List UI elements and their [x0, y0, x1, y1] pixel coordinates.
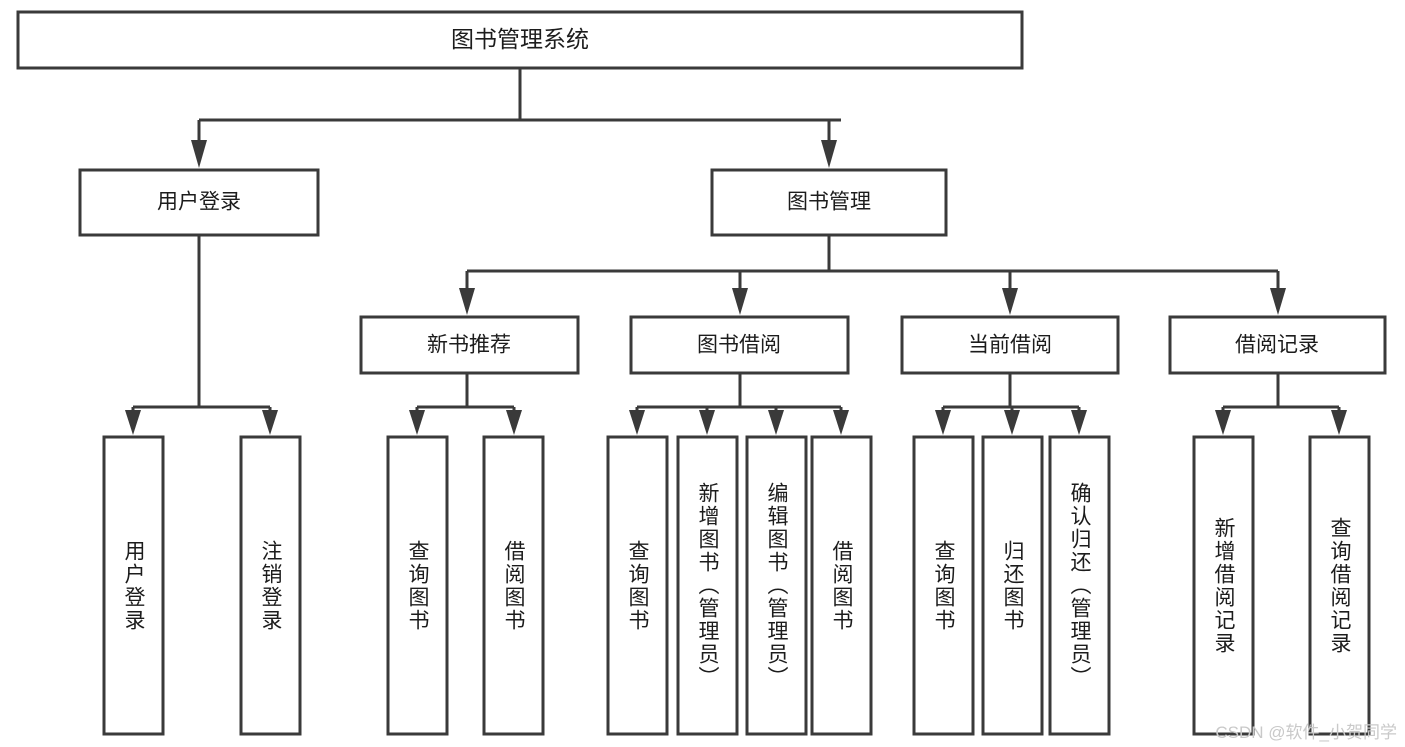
node-current-borrow[interactable]: 当前借阅	[900, 315, 1120, 375]
connector-borrow-to-leaves	[629, 373, 849, 435]
node-book-management[interactable]: 图书管理	[710, 168, 948, 237]
leaf-box	[676, 435, 739, 736]
node-user-login[interactable]: 用户登录	[78, 168, 320, 237]
node-user-login-label: 用户登录	[157, 191, 241, 214]
leaf-box	[810, 435, 873, 736]
leaf-box	[745, 435, 808, 736]
node-book-management-label: 图书管理	[787, 191, 871, 214]
node-borrow-records[interactable]: 借阅记录	[1168, 315, 1387, 375]
leaf-box	[386, 435, 449, 736]
leaf-box	[981, 435, 1044, 736]
leaf-box	[1048, 435, 1111, 736]
connector-current-borrow-to-leaves	[935, 373, 1087, 435]
leaf-box	[239, 435, 302, 736]
csdn-watermark: CSDN @软件_小贺同学	[1215, 723, 1397, 742]
node-new-book-recommend[interactable]: 新书推荐	[359, 315, 580, 375]
node-book-borrow[interactable]: 图书借阅	[629, 315, 850, 375]
connector-records-to-leaves	[1215, 373, 1347, 435]
leaf-box	[912, 435, 975, 736]
connector-user-login-to-leaves	[125, 235, 278, 435]
leaf-boxes	[102, 435, 1371, 736]
node-root-title[interactable]: 图书管理系统	[16, 10, 1024, 70]
leaf-box	[1308, 435, 1371, 736]
node-current-borrow-label: 当前借阅	[968, 334, 1052, 357]
connector-level2-to-level3	[459, 235, 1286, 315]
connector-title-to-level2	[191, 68, 841, 168]
leaf-box	[482, 435, 545, 736]
leaf-box	[102, 435, 165, 736]
node-root-title-label: 图书管理系统	[451, 26, 589, 52]
node-book-borrow-label: 图书借阅	[697, 334, 781, 357]
leaf-box	[606, 435, 669, 736]
node-new-book-recommend-label: 新书推荐	[427, 334, 511, 357]
connector-new-book-to-leaves	[409, 373, 522, 435]
leaf-box	[1192, 435, 1255, 736]
node-borrow-records-label: 借阅记录	[1235, 334, 1319, 357]
